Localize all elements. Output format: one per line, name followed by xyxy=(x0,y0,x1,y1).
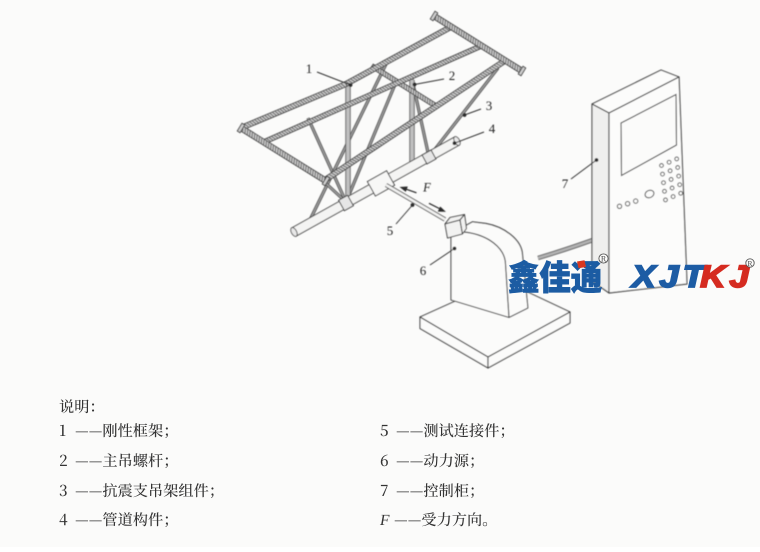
svg-text:2: 2 xyxy=(449,68,456,83)
svg-text:6: 6 xyxy=(420,263,427,278)
svg-text:R: R xyxy=(747,259,752,268)
svg-text:7: 7 xyxy=(562,176,569,191)
svg-text:3: 3 xyxy=(486,98,493,113)
svg-text:R: R xyxy=(601,255,607,264)
svg-text:F: F xyxy=(422,181,431,195)
svg-text:4: 4 xyxy=(489,121,496,136)
svg-text:1: 1 xyxy=(306,61,313,76)
svg-text:5: 5 xyxy=(387,223,394,238)
